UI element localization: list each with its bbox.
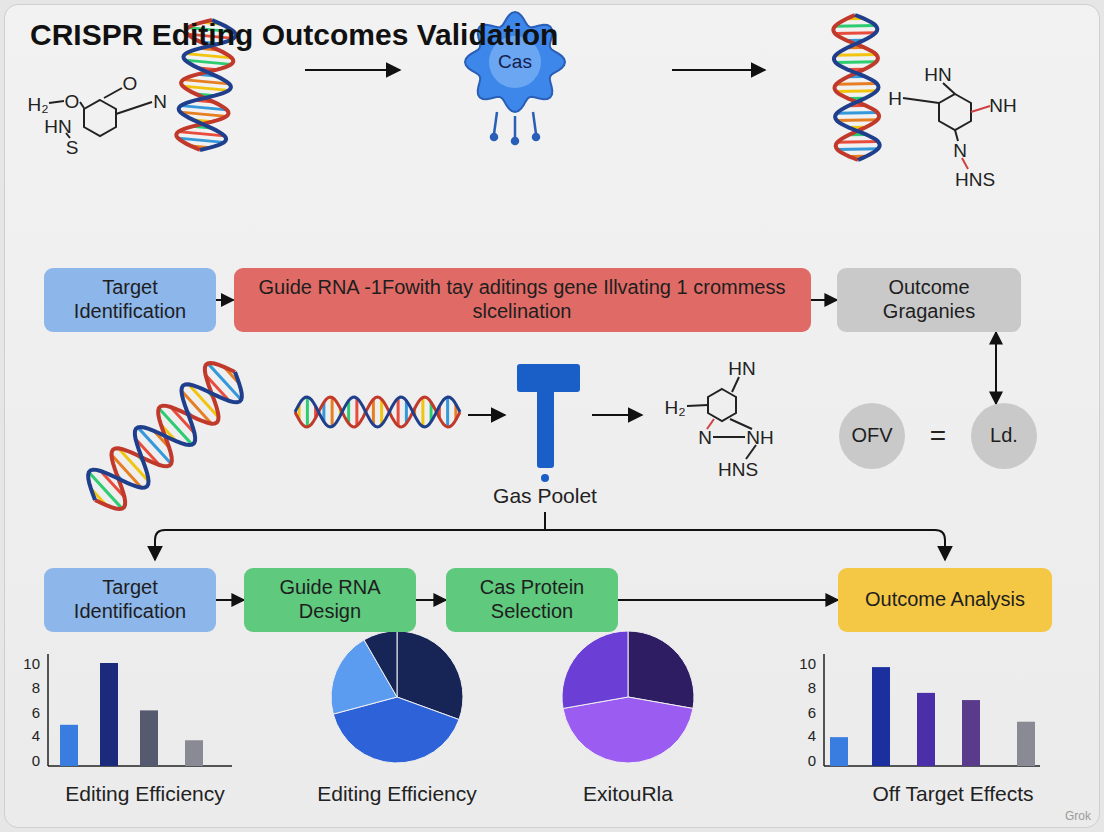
chemical-structure xyxy=(903,83,990,169)
atom-label: N xyxy=(698,428,712,447)
flow-arrow xyxy=(672,69,765,71)
axis-tick: 8 xyxy=(808,680,816,695)
connector-arrow xyxy=(216,299,234,301)
atom-label: HN xyxy=(44,117,71,136)
atom-label: NH xyxy=(989,96,1016,115)
axis-tick: 0 xyxy=(32,753,40,768)
metric-circle: Ld. xyxy=(971,403,1037,469)
node-text: Outcome Graganies xyxy=(845,276,1013,323)
chart-label: Editing Efficiency xyxy=(317,783,477,804)
node-text: Cas Protein Selection xyxy=(454,576,610,623)
axis-tick: 6 xyxy=(808,705,816,720)
protein-label: Gas Poolet xyxy=(493,485,597,506)
watermark: Grok xyxy=(1065,810,1091,822)
dna-helix xyxy=(295,397,460,427)
process-box: Cas Protein Selection xyxy=(446,568,618,632)
atom-label: NH xyxy=(746,428,773,447)
flow-arrow xyxy=(305,69,400,71)
protein-legs xyxy=(491,112,539,144)
chart-label: ExitouRla xyxy=(583,783,673,804)
atom-label: N xyxy=(153,92,167,111)
axis-tick: 8 xyxy=(32,680,40,695)
atom-label: HN xyxy=(924,65,951,84)
equals-sign: = xyxy=(930,422,946,450)
axis-tick: 4 xyxy=(32,728,40,743)
pie-chart xyxy=(562,631,694,763)
node-text: OFV xyxy=(851,424,892,448)
flow-arrow xyxy=(592,414,642,416)
process-box: Outcome Graganies xyxy=(837,268,1021,332)
atom-label: H xyxy=(888,89,902,108)
process-box: Outcome Analysis xyxy=(838,568,1052,632)
atom-label: S xyxy=(66,138,79,157)
atom-label: HNS xyxy=(955,170,995,189)
pie-chart xyxy=(331,631,463,763)
node-text: Guide RNA -1Fowith tay aditings gene Ill… xyxy=(242,276,803,323)
chart-label: Editing Efficiency xyxy=(65,783,225,804)
connector-arrow xyxy=(216,599,244,601)
dna-helix xyxy=(833,15,879,160)
connector-arrow xyxy=(618,599,838,601)
connector-arrow xyxy=(811,299,838,301)
node-text: Ld. xyxy=(990,424,1018,448)
node-text: Guide RNA Design xyxy=(252,576,408,623)
node-text: Target Identification xyxy=(52,276,208,323)
process-box: Guide RNA Design xyxy=(244,568,416,632)
axis-tick: 10 xyxy=(799,656,816,671)
node-text: Outcome Analysis xyxy=(865,588,1025,612)
atom-label: H₂ xyxy=(664,398,685,417)
axis-tick: 10 xyxy=(23,656,40,671)
bracket xyxy=(155,512,945,560)
atom-label: N xyxy=(953,141,967,160)
process-box: Target Identification xyxy=(44,568,216,632)
chart-label: Off Target Effects xyxy=(872,783,1033,804)
connector-arrow xyxy=(995,332,997,404)
node-text: Target Identification xyxy=(52,576,208,623)
flow-arrow xyxy=(468,414,505,416)
diagram-title: CRISPR Editing Outcomes Validation xyxy=(30,18,558,52)
metric-circle: OFV xyxy=(839,403,905,469)
axis-tick: 6 xyxy=(32,705,40,720)
cross-protein xyxy=(517,364,580,482)
bar-chart xyxy=(60,663,203,766)
chart-axis xyxy=(48,654,1040,766)
process-box: Guide RNA -1Fowith tay aditings gene Ill… xyxy=(234,268,811,332)
axis-tick: 0 xyxy=(808,753,816,768)
atom-label: HNS xyxy=(718,460,758,479)
node-text: Cas xyxy=(498,51,532,73)
chemical-structure xyxy=(687,377,756,459)
axis-tick: 4 xyxy=(808,728,816,743)
dna-helix xyxy=(88,363,242,509)
atom-label: O xyxy=(65,92,80,111)
atom-label: HN xyxy=(728,359,755,378)
connector-arrow xyxy=(416,599,446,601)
bar-chart xyxy=(830,667,1035,766)
process-box: Target Identification xyxy=(44,268,216,332)
atom-label: H₂ xyxy=(27,95,48,114)
atom-label: O xyxy=(123,74,138,93)
